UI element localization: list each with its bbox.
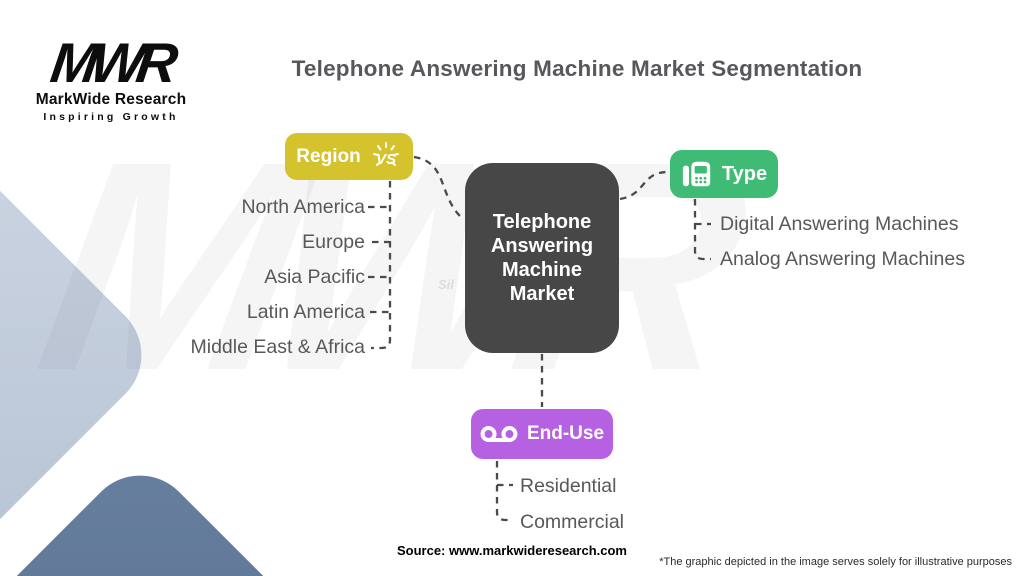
fax-phone-icon xyxy=(681,158,713,190)
source-line: Source: www.markwideresearch.com xyxy=(396,543,627,558)
page-title: Telephone Answering Machine Market Segme… xyxy=(291,56,863,81)
voicemail-icon xyxy=(480,423,518,446)
region-item: North America xyxy=(241,196,365,218)
markwide-logo: MWR MarkWide Research Inspiring Growth xyxy=(26,31,196,124)
region-to-center-curve xyxy=(413,155,463,219)
region-item: Europe xyxy=(302,231,365,253)
end-use-badge-label: End-Use xyxy=(526,423,605,444)
center-node-label: Telephone Answering Machine Market xyxy=(490,211,594,305)
region-trunk-line xyxy=(371,181,392,350)
enduse-trunk-line xyxy=(495,461,513,522)
region-badge-label: Region xyxy=(296,145,361,167)
svg-text:VS: VS xyxy=(376,151,396,168)
region-item: Latin America xyxy=(246,301,365,323)
logo-company-name: MarkWide Research xyxy=(35,91,187,109)
center-node: Telephone Answering Machine Market xyxy=(465,163,619,353)
watermark-fragment: Sil xyxy=(438,277,454,292)
center-to-type-curve xyxy=(619,170,669,201)
type-badge-label: Type xyxy=(721,162,768,185)
type-badge: Type xyxy=(670,150,778,198)
region-item-list: North America Europe Asia Pacific Latin … xyxy=(140,190,366,365)
end-use-item: Commercial xyxy=(520,511,625,533)
logo-tagline: Inspiring Growth xyxy=(43,111,179,124)
region-item: Middle East & Africa xyxy=(190,336,366,358)
type-item: Analog Answering Machines xyxy=(720,248,965,270)
type-trunk-line xyxy=(693,199,711,261)
end-use-badge: End-Use xyxy=(471,409,613,459)
region-item: Asia Pacific xyxy=(264,266,365,288)
end-use-item-list: Residential Commercial xyxy=(520,468,624,540)
type-item: Digital Answering Machines xyxy=(720,213,959,235)
vs-burst-icon: VS xyxy=(370,140,402,174)
type-item-list: Digital Answering Machines Analog Answer… xyxy=(720,207,965,277)
end-use-item: Residential xyxy=(520,475,617,497)
disclaimer-note: *The graphic depicted in the image serve… xyxy=(659,556,1012,568)
region-badge: Region VS xyxy=(285,133,413,180)
